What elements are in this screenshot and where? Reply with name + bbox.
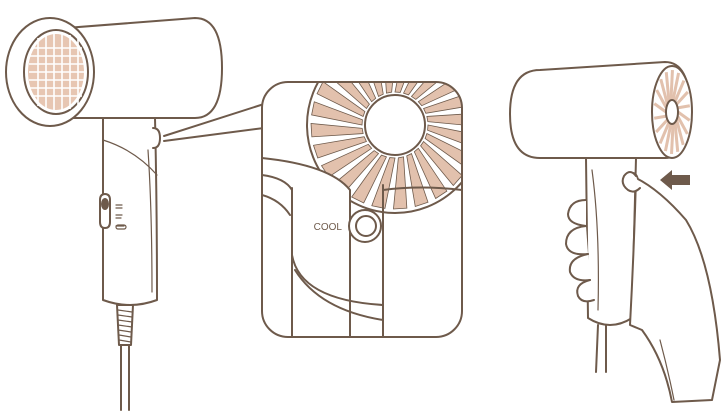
cool-button-label: COOL <box>314 222 343 233</box>
dryer-handle <box>103 118 157 305</box>
arrow-left-icon <box>660 170 690 190</box>
callout-zoom-panel: COOL <box>262 37 483 337</box>
rear-fan-blade <box>678 106 690 108</box>
hair-dryer-side-view <box>510 62 720 402</box>
rear-fan-blade <box>654 116 666 118</box>
cool-button-zoomed <box>349 210 381 242</box>
cool-button <box>153 128 160 148</box>
cord-strain-relief <box>117 305 133 345</box>
power-cord <box>121 340 129 410</box>
rear-fan-blade <box>672 124 674 154</box>
rear-fan-blade <box>671 70 673 100</box>
rear-fan <box>652 66 692 158</box>
hair-dryer-front-view <box>6 18 222 410</box>
